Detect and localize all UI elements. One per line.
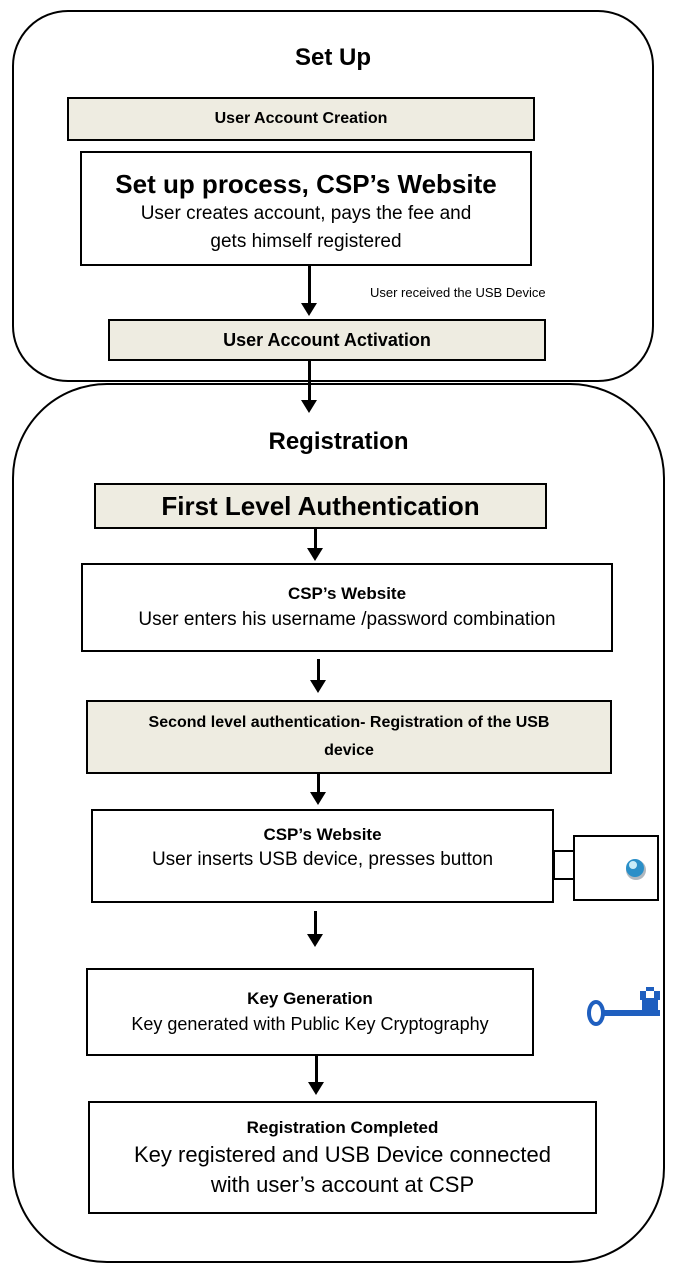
first-level-auth-label: First Level Authentication [161,490,480,521]
csp-website-login-box: CSP’s Website User enters his username /… [81,563,613,652]
setup-process-line-2: gets himself registered [210,231,402,252]
second-level-auth-line-1: Second level authentication- Registratio… [148,714,550,731]
csp-website-usb-title: CSP’s Website [263,825,382,844]
registration-completed-line-1: Key registered and USB Device connected [133,1141,551,1167]
arrow-5-shaft [317,774,320,793]
csp-website-usb-box: CSP’s Website User inserts USB device, p… [91,809,554,903]
csp-website-usb-text: User inserts USB device, presses button [151,849,494,870]
registration-title: Registration [268,428,409,455]
arrow-5-head [310,792,326,805]
setup-title: Set Up [294,44,371,71]
user-account-creation-box: User Account Creation [67,97,535,141]
arrow-7-shaft [315,1056,318,1083]
arrow-6-head [307,934,323,947]
setup-process-line-1: User creates account, pays the fee and [140,203,472,224]
usb-device-icon [553,835,659,901]
arrow-4-shaft [317,659,320,681]
usb-received-note: User received the USB Device [370,285,546,300]
arrow-3-head [307,548,323,561]
arrow-2-head [301,400,317,413]
second-level-auth-line-2: device [324,742,374,759]
first-level-auth-box: First Level Authentication [94,483,547,529]
registration-completed-title: Registration Completed [246,1117,439,1137]
key-generation-box: Key Generation Key generated with Public… [86,968,534,1056]
user-account-creation-label: User Account Creation [214,110,388,127]
registration-completed-box: Registration Completed Key registered an… [88,1101,597,1214]
arrow-4-head [310,680,326,693]
key-generation-title: Key Generation [247,989,373,1008]
arrow-7-head [308,1082,324,1095]
csp-website-login-text: User enters his username /password combi… [138,609,556,630]
arrow-1-shaft [308,266,311,304]
user-account-activation-box: User Account Activation [108,319,546,361]
key-generation-text: Key generated with Public Key Cryptograp… [131,1014,489,1034]
arrow-3-shaft [314,529,317,549]
user-account-activation-label: User Account Activation [223,329,431,350]
key-icon [586,985,666,1027]
arrow-6-shaft [314,911,317,935]
registration-completed-line-2: with user’s account at CSP [210,1171,475,1197]
setup-process-title: Set up process, CSP’s Website [115,169,497,199]
csp-website-login-title: CSP’s Website [287,584,407,603]
arrow-1-head [301,303,317,316]
setup-process-box: Set up process, CSP’s Website User creat… [80,151,532,266]
arrow-2-shaft [308,361,311,401]
second-level-auth-box: Second level authentication- Registratio… [86,700,612,774]
